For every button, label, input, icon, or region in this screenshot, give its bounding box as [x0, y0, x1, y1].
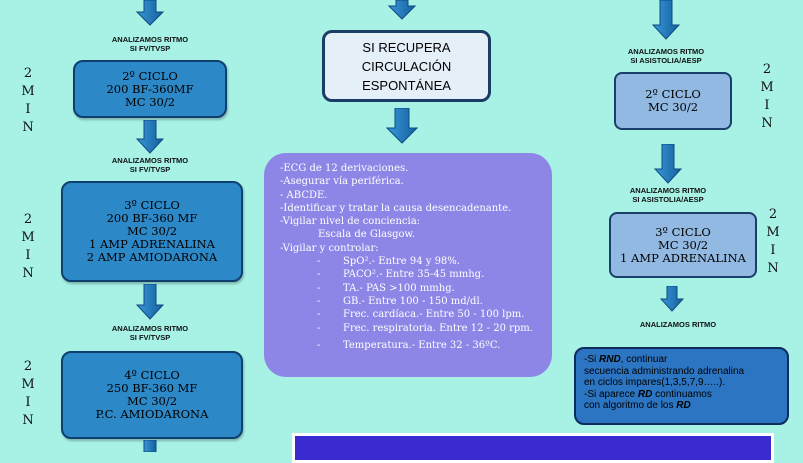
list-item: -Frec. respiratoria. Entre 12 - 20 rpm. — [317, 322, 533, 334]
arrow-down-icon — [136, 0, 164, 26]
analyze-rhythm-label: ANALIZAMOS RITMO — [639, 320, 717, 329]
list-item: Escala de Glasgow. — [318, 229, 416, 241]
arrow-down-icon — [388, 0, 416, 20]
bottom-banner — [292, 433, 774, 463]
arrow-down-icon — [143, 440, 157, 452]
list-item: -SpO².- Entre 94 y 98%. — [317, 256, 460, 268]
list-item: -GB.- Entre 100 - 150 md/dl. — [317, 295, 483, 307]
list-item: -Asegurar vía periférica. — [280, 176, 404, 188]
list-item: -TA.- PAS >100 mmhg. — [317, 282, 455, 294]
arrow-down-icon — [652, 0, 680, 40]
list-item: -Frec. cardíaca.- Entre 50 - 100 lpm. — [317, 309, 525, 321]
list-item: -Vigilar y controlar: — [280, 242, 379, 254]
arrow-down-icon — [136, 284, 164, 320]
rnd-rd-note: -Si RND, continuar secuencia administran… — [574, 347, 789, 425]
arrow-down-icon — [654, 144, 682, 184]
list-item: -Identificar y tratar la causa desencade… — [280, 202, 512, 214]
post-rosc-care-list: -ECG de 12 derivaciones. -Asegurar vía p… — [264, 153, 552, 377]
list-item: - ABCDE. — [280, 189, 328, 201]
arrow-down-icon — [136, 120, 164, 154]
list-item: -Vigilar nivel de conciencia: — [280, 216, 421, 228]
list-item: -Temperatura.- Entre 32 - 36ºC. — [317, 339, 501, 351]
list-item: -PACO².- Entre 35-45 mmhg. — [317, 269, 485, 281]
arrow-down-icon — [660, 286, 684, 312]
list-item: -ECG de 12 derivaciones. — [280, 163, 409, 174]
arrow-down-icon — [386, 108, 418, 144]
